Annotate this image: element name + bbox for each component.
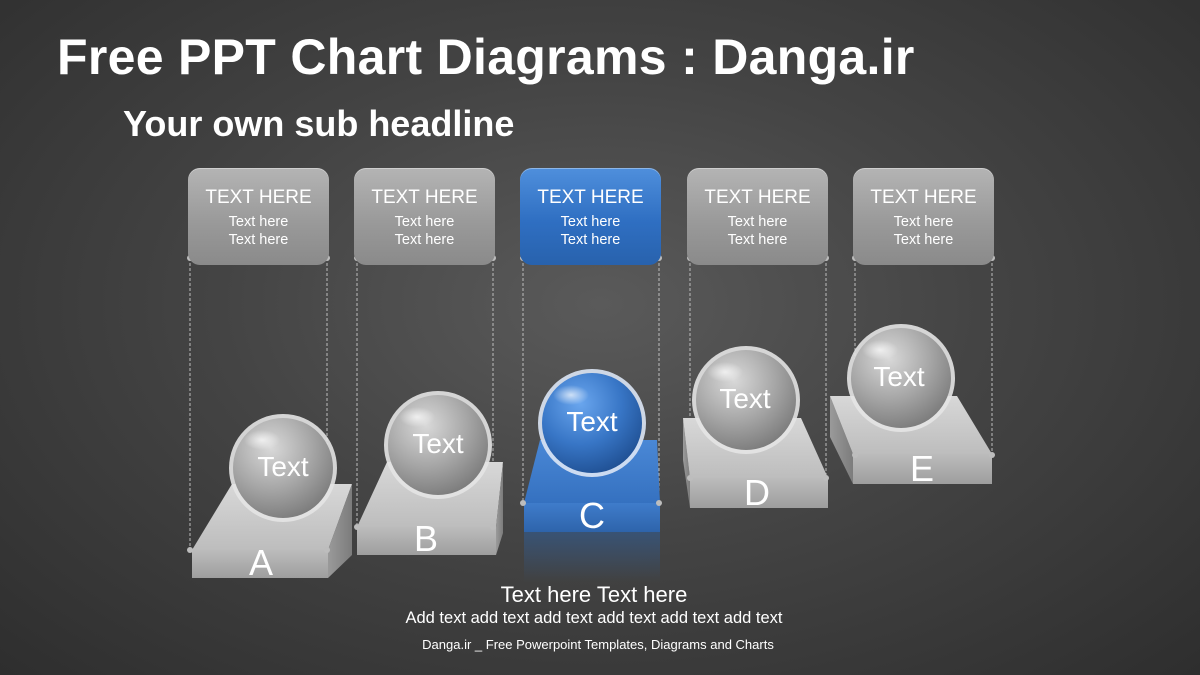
step-card-line: Text here — [727, 214, 788, 230]
step-card-line: Text here — [560, 214, 621, 230]
sphere-label-d: Text — [719, 383, 771, 414]
step-card-line: Text here — [228, 232, 289, 248]
step-letter-c: C — [579, 495, 605, 536]
step-letter-b: B — [413, 518, 438, 559]
step-card-heading: TEXT HERE — [371, 187, 478, 208]
step-card-heading: TEXT HERE — [870, 187, 977, 208]
sphere-label-b: Text — [412, 428, 464, 459]
sphere-b — [384, 391, 492, 499]
step-card-line: Text here — [727, 232, 788, 248]
step-card-line: Text here — [560, 232, 621, 248]
sphere-label-c: Text — [566, 406, 618, 437]
step-card-line: Text here — [394, 214, 455, 230]
step-card-heading: TEXT HERE — [205, 187, 312, 208]
step-card-c: TEXT HERE Text here Text here — [520, 168, 661, 265]
step-card-e: TEXT HERE Text here Text here — [853, 168, 994, 265]
step-card-a: TEXT HERE Text here Text here — [188, 168, 329, 265]
step-card-heading: TEXT HERE — [537, 187, 644, 208]
sphere-d — [692, 346, 800, 454]
step-card-line: Text here — [394, 232, 455, 248]
sphere-label-e: Text — [873, 361, 925, 392]
step-card-d: TEXT HERE Text here Text here — [687, 168, 828, 265]
step-card-line: Text here — [893, 232, 954, 248]
step-card-heading: TEXT HERE — [704, 187, 811, 208]
slide-subtitle: Your own sub headline — [123, 103, 515, 144]
connector-lines — [189, 258, 993, 550]
bottom-heading: Text here Text here — [500, 582, 688, 607]
sphere-c — [538, 369, 646, 477]
step-card-line: Text here — [893, 214, 954, 230]
step-letter-a: A — [248, 542, 273, 583]
sphere-a — [229, 414, 337, 522]
sphere-label-a: Text — [257, 451, 309, 482]
step-card-b: TEXT HERE Text here Text here — [354, 168, 495, 265]
step-letter-e: E — [909, 448, 934, 489]
footer-text: Danga.ir _ Free Powerpoint Templates, Di… — [422, 637, 774, 652]
sphere-e — [847, 324, 955, 432]
slide-title: Free PPT Chart Diagrams : Danga.ir — [57, 29, 915, 85]
step-letter-d: D — [744, 472, 770, 513]
bottom-body: Add text add text add text add text add … — [405, 609, 783, 627]
step-card-line: Text here — [228, 214, 289, 230]
